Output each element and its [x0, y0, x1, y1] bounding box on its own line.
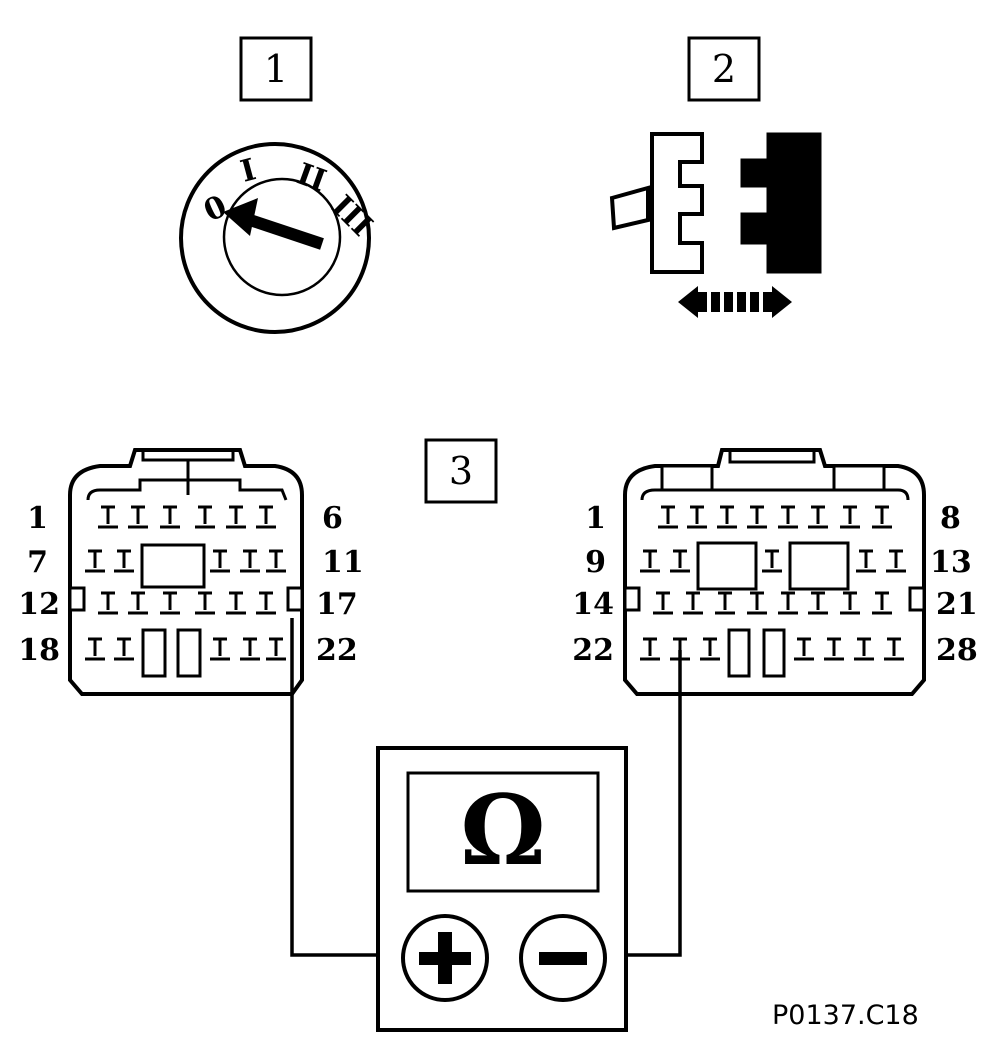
left-pin-r2-2: [114, 549, 134, 573]
left-row-label-start-2: 7: [27, 545, 48, 580]
left-connector-pins: [85, 505, 286, 661]
positive-terminal: [401, 914, 489, 1002]
left-connector: 1 7 12 18 6 11 17 22: [18, 448, 364, 696]
right-pin-r4-7: [884, 637, 904, 661]
right-pin-r2-3: [762, 549, 782, 573]
left-pin-r4-2: [114, 637, 134, 661]
ohmmeter: Ω: [376, 746, 628, 1032]
right-pin-r4-5: [824, 637, 844, 661]
right-pin-r1-1: [658, 505, 678, 529]
right-row-label-start-4: 22: [572, 633, 614, 668]
right-pin-r2-2: [670, 549, 690, 573]
step-label-3: 3: [424, 438, 498, 504]
svg-text:3: 3: [449, 449, 473, 493]
right-pin-r4-3: [700, 637, 720, 661]
switch-pointer-arrow: [223, 198, 324, 250]
left-row-label-end-3: 17: [316, 587, 358, 622]
right-connector-pins: [640, 505, 906, 661]
right-row-label-start-2: 9: [585, 545, 606, 580]
right-pin-r4-6: [854, 637, 874, 661]
right-pin-r2-1: [640, 549, 660, 573]
left-pin-r1-3: [160, 505, 180, 529]
left-row-label-end-1: 6: [322, 501, 343, 536]
right-pin-r3-8: [872, 591, 892, 615]
left-pin-r2-4: [240, 549, 260, 573]
step-label-1: 1: [239, 36, 313, 102]
right-pin-r3-6: [808, 591, 828, 615]
left-pin-r3-6: [256, 591, 276, 615]
svg-text:1: 1: [264, 47, 288, 91]
left-pin-r2-5: [266, 549, 286, 573]
right-pin-r1-5: [778, 505, 798, 529]
right-pin-r3-2: [683, 591, 703, 615]
right-pin-r1-3: [717, 505, 737, 529]
connector-disconnect-icon: [609, 132, 822, 318]
ohm-symbol: Ω: [460, 774, 545, 887]
left-pin-r3-3: [160, 591, 180, 615]
right-row-label-end-3: 21: [936, 587, 978, 622]
test-leads: [290, 618, 682, 957]
left-pin-r4-4: [240, 637, 260, 661]
right-row-label-end-1: 8: [940, 501, 961, 536]
left-pin-r4-3: [210, 637, 230, 661]
negative-test-lead: [605, 650, 682, 957]
right-pin-r2-4: [856, 549, 876, 573]
right-pin-r4-4: [794, 637, 814, 661]
right-pin-r3-5: [778, 591, 798, 615]
right-pin-r3-7: [840, 591, 860, 615]
right-pin-r4-1: [640, 637, 660, 661]
left-row-label-start-4: 18: [18, 633, 60, 668]
svg-text:2: 2: [712, 47, 736, 91]
left-row-label-end-4: 22: [316, 633, 358, 668]
left-pin-r1-6: [256, 505, 276, 529]
figure-reference-code: P0137.C18: [772, 1000, 919, 1031]
right-pin-r1-8: [872, 505, 892, 529]
right-row-label-end-4: 28: [936, 633, 978, 668]
left-pin-r1-2: [128, 505, 148, 529]
left-pin-r1-5: [226, 505, 246, 529]
left-pin-r1-1: [98, 505, 118, 529]
left-row-label-end-2: 11: [322, 545, 364, 580]
right-connector: 1 9 14 22 8 13 21 28: [572, 448, 978, 696]
right-pin-r3-3: [715, 591, 735, 615]
left-pin-r3-2: [128, 591, 148, 615]
left-pin-r2-3: [210, 549, 230, 573]
left-pin-r1-4: [195, 505, 215, 529]
right-pin-r1-7: [840, 505, 860, 529]
double-arrow-icon: [678, 286, 792, 318]
ignition-switch-icon: 0 I II III: [179, 142, 379, 334]
right-pin-r1-4: [747, 505, 767, 529]
right-pin-r3-4: [747, 591, 767, 615]
right-pin-r3-1: [653, 591, 673, 615]
right-pin-r2-5: [886, 549, 906, 573]
left-pin-r4-1: [85, 637, 105, 661]
right-row-label-end-2: 13: [930, 545, 972, 580]
left-row-label-start-1: 1: [27, 501, 48, 536]
positive-test-lead: [290, 618, 402, 957]
ohmmeter-display: [406, 771, 600, 893]
left-pin-r4-5: [266, 637, 286, 661]
right-pin-r1-6: [808, 505, 828, 529]
step-label-2: 2: [687, 36, 761, 102]
right-row-label-start-1: 1: [585, 501, 606, 536]
negative-terminal: [519, 914, 607, 1002]
right-row-label-start-3: 14: [572, 587, 614, 622]
left-pin-r3-4: [195, 591, 215, 615]
left-pin-r2-1: [85, 549, 105, 573]
left-pin-r3-5: [226, 591, 246, 615]
left-row-label-start-3: 12: [18, 587, 60, 622]
left-pin-r3-1: [98, 591, 118, 615]
right-pin-r1-2: [687, 505, 707, 529]
